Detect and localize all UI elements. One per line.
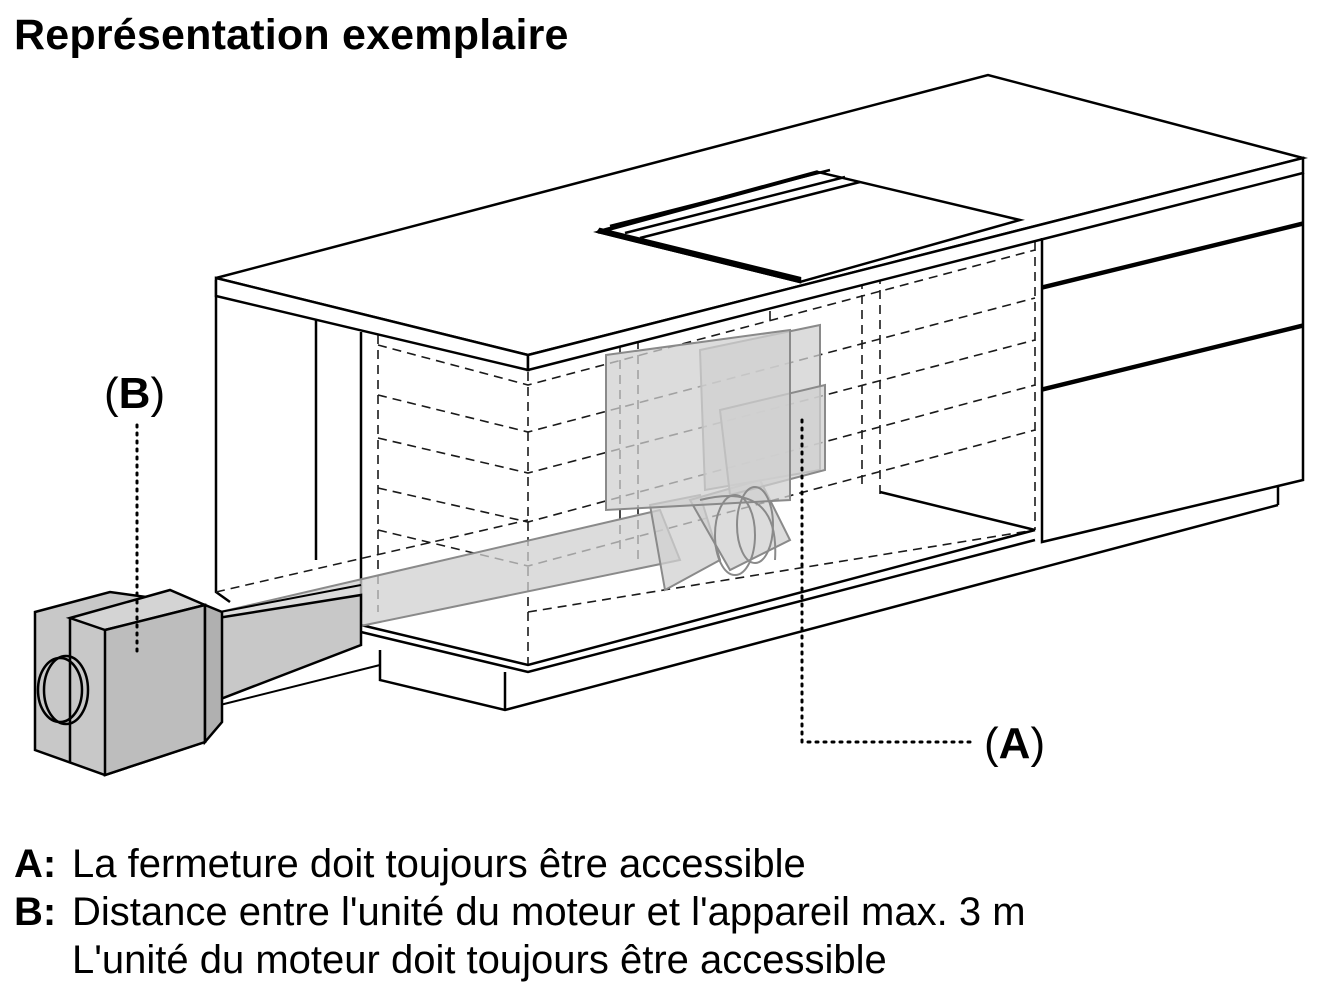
motor-unit	[33, 588, 224, 777]
leader-line-a	[800, 418, 972, 744]
duct-elbow	[699, 486, 777, 576]
callout-b: (B)	[104, 369, 165, 418]
drawer-cabinet	[1040, 173, 1305, 544]
leader-lines	[135, 418, 972, 744]
exterior-duct	[203, 584, 381, 707]
legend-text-b-line2: L'unité du moteur doit toujours être acc…	[72, 938, 887, 982]
motor-outlet-port	[36, 654, 90, 726]
cabinet-floor	[360, 490, 1036, 674]
legend-item-a: A: La fermeture doit toujours être acces…	[14, 840, 1026, 888]
legend-key-a: A:	[14, 842, 57, 886]
diagram-title: Représentation exemplaire	[14, 11, 569, 59]
legend-text-a: La fermeture doit toujours être accessib…	[72, 842, 806, 886]
legend: A: La fermeture doit toujours être acces…	[14, 840, 1026, 984]
legend-item-b: B: Distance entre l'unité du moteur et l…	[14, 888, 1026, 936]
cabinet-left-section	[214, 280, 363, 612]
plinth	[378, 503, 1279, 712]
legend-key-b: B:	[14, 890, 57, 934]
legend-text-b-line1: Distance entre l'unité du moteur et l'ap…	[72, 890, 1026, 934]
callout-a: (A)	[984, 719, 1045, 768]
cooktop	[593, 168, 1025, 284]
